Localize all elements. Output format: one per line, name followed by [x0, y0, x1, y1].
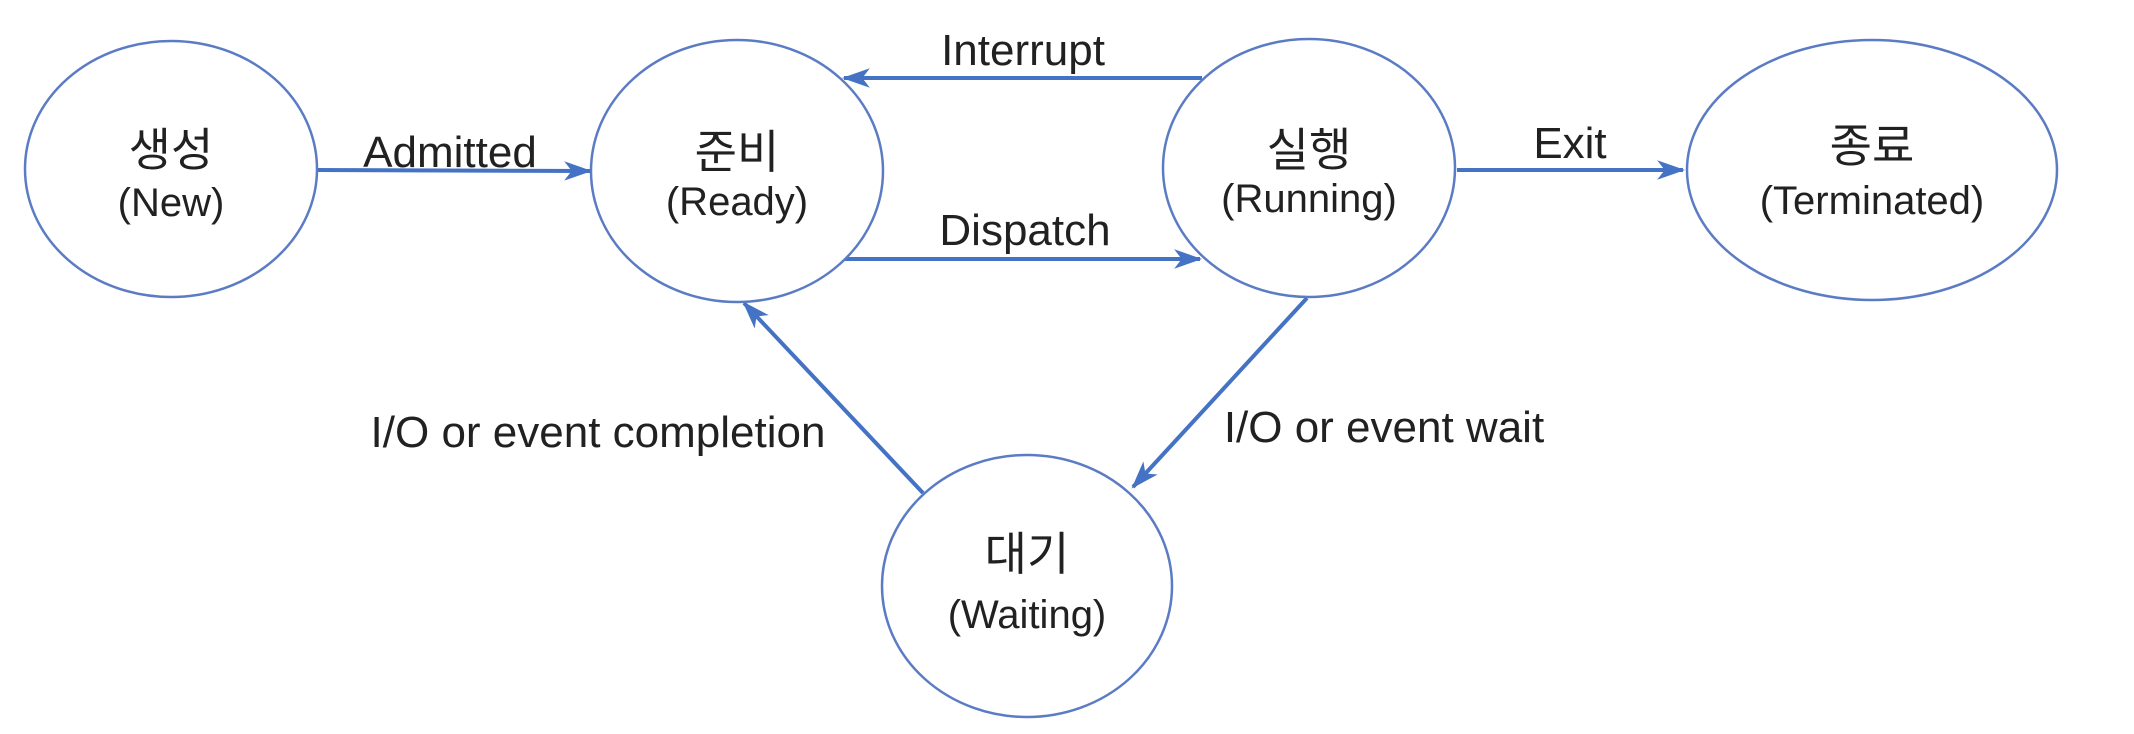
transition-io-wait-arrow: [1131, 296, 1309, 489]
state-new-english-label: (New): [118, 181, 225, 225]
state-new-circle: [23, 39, 319, 299]
state-terminated-circle: [1685, 38, 2059, 302]
state-new-korean-label: 생성: [129, 124, 214, 176]
transition-io-completion-arrow: [742, 301, 925, 495]
transition-exit-label: Exit: [1533, 119, 1606, 168]
state-waiting-circle: [880, 453, 1174, 719]
transition-io-completion-label: I/O or event completion: [371, 408, 826, 457]
state-waiting-english-label: (Waiting): [948, 593, 1107, 637]
state-running-korean-label: 실행: [1267, 124, 1352, 176]
state-waiting-korean-label: 대기: [985, 528, 1070, 580]
state-terminated-korean-label: 종료: [1830, 120, 1915, 172]
transition-admitted-arrow: [314, 161, 593, 181]
state-terminated-english-label: (Terminated): [1760, 179, 1985, 223]
transition-dispatch-label: Dispatch: [939, 206, 1110, 255]
state-ready-circle: [589, 38, 885, 304]
transition-interrupt-label: Interrupt: [941, 26, 1105, 75]
state-running-english-label: (Running): [1221, 177, 1397, 221]
state-ready-korean-label: 준비: [695, 126, 780, 178]
state-running-circle: [1161, 37, 1457, 299]
transition-admitted-label: Admitted: [363, 128, 537, 177]
state-ready-english-label: (Ready): [666, 180, 808, 224]
transition-io-wait-label: I/O or event wait: [1224, 403, 1544, 452]
